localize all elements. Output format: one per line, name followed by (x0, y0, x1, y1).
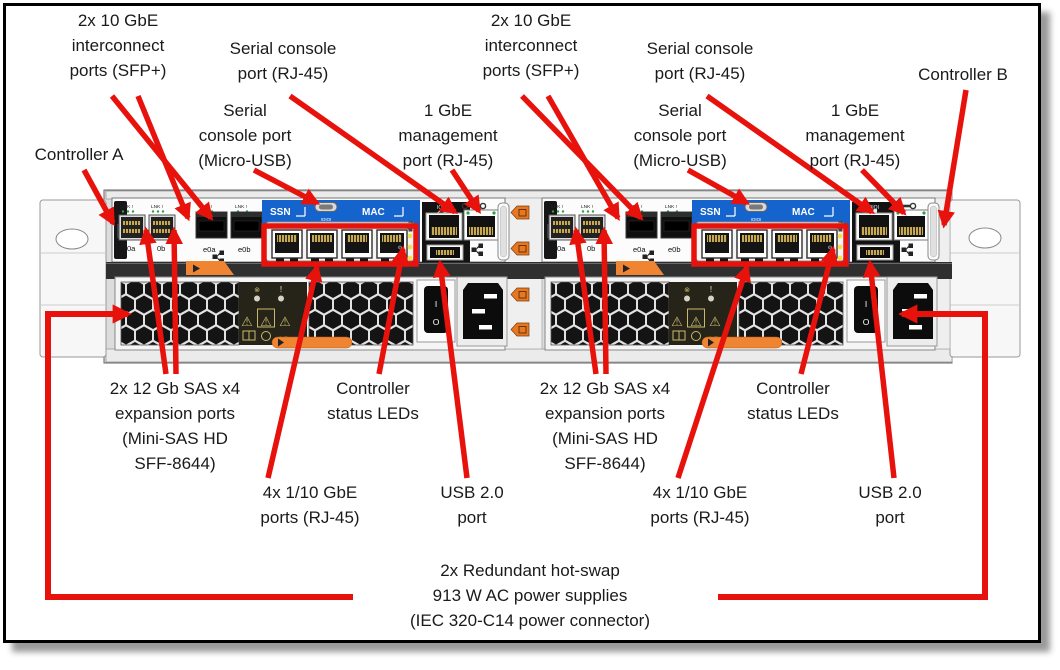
label-micro-usb-right: Serial console port (Micro-USB) (633, 101, 727, 170)
label-gbe-ports-left: 4x 1/10 GbE ports (RJ-45) (260, 483, 360, 527)
label-sas-ports-right: 2x 12 Gb SAS x4 expansion ports (Mini-SA… (539, 379, 671, 473)
label-mgmt-port-right: 1 GbE management port (RJ-45) (805, 101, 905, 170)
callout-line-mgmt-left (449, 168, 482, 214)
callout-line-sas-left-2 (165, 226, 183, 375)
callout-line-sas-left-1 (139, 226, 169, 375)
callout-line-micro-usb-right (686, 167, 751, 206)
label-usb-port-right: USB 2.0 port (858, 483, 922, 527)
label-serial-rj45-right: Serial console port (RJ-45) (646, 39, 754, 83)
label-usb-port-left: USB 2.0 port (440, 483, 504, 527)
chassis-bottom-rail (105, 348, 953, 363)
callout-line-leds-right (798, 245, 839, 375)
label-controller-a: Controller A (34, 145, 124, 164)
controller-b-release-tab[interactable] (616, 261, 664, 275)
label-sfp-interconnect-left: 2x 10 GbE interconnect ports (SFP+) (69, 11, 167, 80)
label-micro-usb-left: Serial console port (Micro-USB) (198, 101, 292, 170)
callout-overlay (45, 89, 988, 600)
label-mgmt-port-left: 1 GbE management port (RJ-45) (398, 101, 498, 170)
callout-line-leds-left (376, 245, 409, 375)
ear-hole-left (55, 228, 89, 250)
callout-line-sfp-left-2 (135, 94, 191, 222)
callout-line-controller-a (81, 168, 116, 227)
label-sas-ports-left: 2x 12 Gb SAS x4 expansion ports (Mini-SA… (109, 379, 241, 473)
callout-bracket-psu-left (45, 304, 353, 600)
highlight-box-rj45-left (261, 223, 419, 267)
mounting-ear-right (949, 199, 1021, 358)
ear-hole-right (968, 227, 1002, 249)
label-gbe-ports-right: 4x 1/10 GbE ports (RJ-45) (650, 483, 750, 527)
callout-line-sfp-right-2 (545, 94, 621, 222)
callout-line-sas-right-1 (569, 226, 599, 375)
callout-line-gbe-right (675, 263, 751, 479)
latch-tag-icon (510, 287, 530, 302)
label-power-supplies: 2x Redundant hot-swap 913 W AC power sup… (409, 561, 651, 630)
controller-a-release-tab[interactable] (186, 261, 234, 275)
divider-latch-tags (510, 205, 530, 337)
callout-line-usb-right (862, 259, 897, 479)
label-status-leds-left: Controller status LEDs (327, 379, 419, 423)
latch-tag-icon (510, 241, 530, 256)
highlight-box-rj45-right (691, 223, 849, 267)
callout-line-usb-left (433, 259, 470, 479)
callout-line-serial-rj45-left (288, 93, 458, 215)
callout-line-sas-right-2 (595, 226, 613, 375)
callout-line-micro-usb-left (252, 167, 321, 206)
label-status-leds-right: Controller status LEDs (747, 379, 839, 423)
callout-line-controller-b (937, 89, 969, 229)
callout-line-mgmt-right (860, 168, 907, 216)
label-serial-rj45-left: Serial console port (RJ-45) (229, 39, 337, 83)
label-sfp-interconnect-right: 2x 10 GbE interconnect ports (SFP+) (482, 11, 580, 80)
callout-line-serial-rj45-right (705, 93, 875, 215)
latch-tag-icon (510, 322, 530, 337)
label-controller-b: Controller B (918, 65, 1008, 84)
callout-line-gbe-left (265, 263, 323, 479)
latch-tag-icon (510, 205, 530, 220)
callout-bracket-psu-right (718, 304, 988, 600)
